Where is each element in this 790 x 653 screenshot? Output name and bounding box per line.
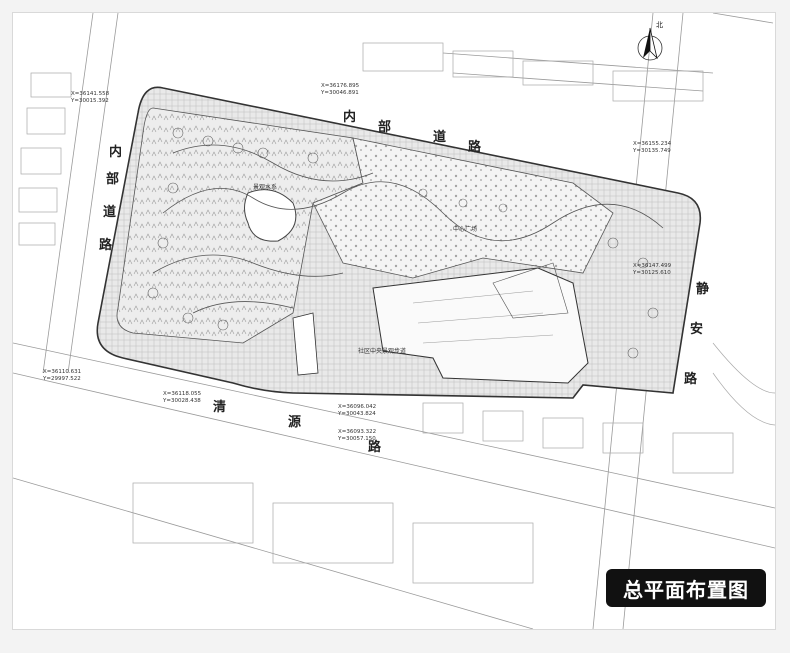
building-east (372, 267, 589, 384)
road-char: 源 (288, 414, 301, 430)
water-feature (244, 189, 297, 242)
coordinate-label: Y=30043.824 (337, 411, 376, 417)
coordinate-label: Y=30135.749 (632, 148, 671, 154)
road-char: 路 (368, 439, 382, 455)
road-char: 路 (468, 139, 482, 155)
coordinate-label: Y=30057.150 (337, 436, 376, 442)
context-buildings (18, 42, 775, 584)
road-char: 路 (99, 237, 113, 253)
road-char: 静 (696, 281, 709, 297)
annotation-notes: 社区中央景观步道 景观水系 中心广场 (253, 183, 477, 355)
north-arrow: 北 (637, 21, 663, 61)
north-label: 北 (656, 21, 663, 29)
coordinate-callouts: X=36141.558 Y=30015.392 X=36176.895 Y=30… (42, 83, 672, 442)
road-char: 安 (690, 321, 703, 337)
coordinate-label: X=36141.558 (71, 91, 110, 97)
coordinate-label: X=36176.895 (321, 83, 360, 89)
note-label: 社区中央景观步道 (358, 347, 406, 355)
road-char: 清 (213, 399, 226, 415)
road-char: 部 (106, 171, 119, 187)
coordinate-label: X=36118.055 (163, 391, 202, 397)
building-stair-fan (492, 262, 569, 319)
site-plan-sheet: 北 内 部 道 路 内 部 道 路 静 安 路 清 源 路 (12, 12, 776, 630)
plan-title: 总平面布置图 (606, 569, 766, 607)
note-label: 中心广场 (453, 225, 477, 233)
coordinate-label: Y=30015.392 (70, 98, 109, 104)
building-grid-lines (412, 290, 554, 344)
coordinate-label: X=36096.042 (338, 404, 376, 410)
trees (147, 127, 659, 359)
coordinate-label: X=36110.631 (43, 369, 81, 375)
road-char: 道 (433, 129, 446, 145)
stone-plaza-center (312, 137, 614, 279)
road-char: 内 (109, 144, 122, 160)
road-label-inner-north: 内 部 道 路 (343, 109, 482, 155)
road-char: 道 (103, 204, 116, 220)
road-label-qingyuan: 清 源 路 (213, 399, 382, 455)
coordinate-label: X=36147.499 (633, 263, 672, 269)
road-label-inner-west: 内 部 道 路 (99, 144, 122, 253)
landscape-garden-west (116, 107, 364, 344)
garden-paths (152, 144, 664, 314)
coordinate-label: Y=29997.522 (42, 376, 81, 382)
road-label-jingan: 静 安 路 (684, 281, 709, 387)
coordinate-label: Y=30046.891 (320, 90, 359, 96)
road-char: 内 (343, 109, 356, 125)
entrance-plaza (292, 312, 319, 376)
road-char: 路 (684, 371, 698, 387)
note-label: 景观水系 (253, 183, 277, 191)
site-plan-drawing: 北 内 部 道 路 内 部 道 路 静 安 路 清 源 路 (13, 13, 775, 629)
coordinate-label: X=36093.322 (338, 429, 376, 435)
coordinate-label: Y=30028.438 (162, 398, 201, 404)
road-char: 部 (378, 119, 391, 135)
coordinate-label: X=36155.234 (633, 141, 672, 147)
coordinate-label: Y=30125.610 (632, 270, 671, 276)
